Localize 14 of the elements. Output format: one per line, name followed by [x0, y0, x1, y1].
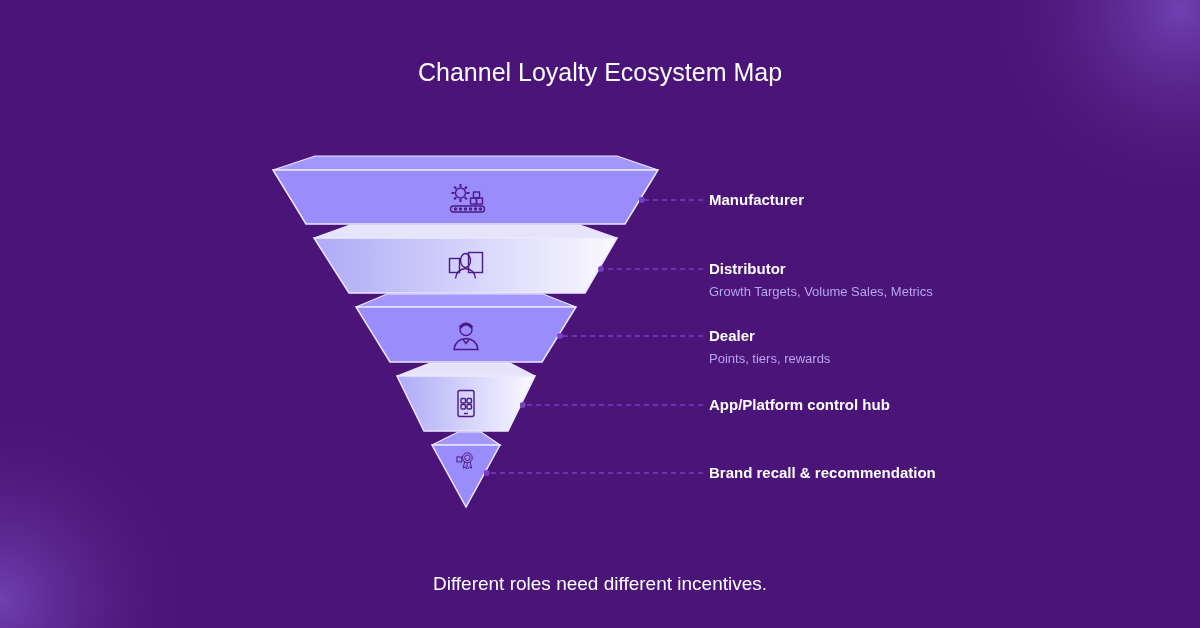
role-description: Points, tiers, rewards — [709, 350, 831, 367]
leader-line — [483, 470, 704, 476]
role-heading: Dealer — [709, 326, 755, 346]
role-heading: App/Platform control hub — [709, 395, 890, 415]
role-heading: Distributor — [709, 259, 786, 279]
leader-line — [557, 333, 704, 339]
role-description: Growth Targets, Volume Sales, Metrics — [709, 283, 933, 300]
leader-line — [519, 402, 704, 408]
leader-line — [638, 197, 704, 203]
role-heading: Manufacturer — [709, 190, 805, 210]
diagram-title: Channel Loyalty Ecosystem Map — [417, 58, 783, 87]
role-heading: Brand recall & recommendation — [709, 463, 936, 483]
leader-line — [597, 266, 704, 272]
caption: Different roles need different incentives. — [432, 573, 768, 595]
